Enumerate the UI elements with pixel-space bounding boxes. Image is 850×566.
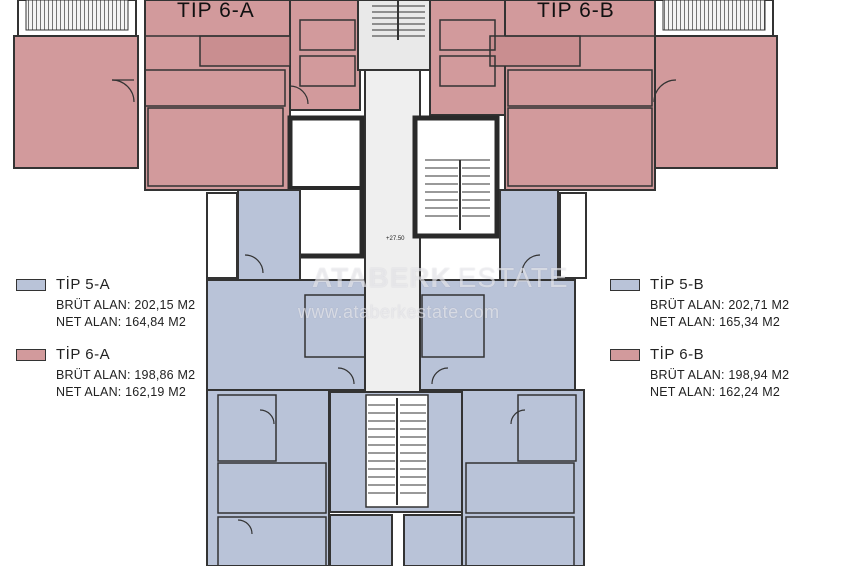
legend-swatch-tip5 [16,278,46,291]
watermark-brand-left: ATABERK [312,262,452,293]
bottom-unit-left [329,514,393,566]
legend-net: NET ALAN: 162,24 M2 [650,384,781,399]
legend-swatch-tip6 [610,348,640,361]
legend-net: NET ALAN: 165,34 M2 [650,314,781,329]
unit-tip6-a [13,0,361,191]
unit-tip5-a [206,189,366,566]
shaft-left [206,192,238,279]
legend-net: NET ALAN: 162,19 M2 [56,384,187,399]
bottom-unit-right [403,514,463,566]
legend-gross: BRÜT ALAN: 198,94 M2 [650,368,790,382]
balcony-top-left [17,0,137,37]
legend-item-tip6a: TİP 6-A BRÜT ALAN: 198,86 M2 NET ALAN: 1… [16,346,206,400]
legend-gross: BRÜT ALAN: 202,71 M2 [650,298,790,312]
legend-gross: BRÜT ALAN: 198,86 M2 [56,368,196,382]
unit-tip5-b [419,189,585,566]
legend-swatch-tip5 [610,278,640,291]
stair-top [372,0,425,40]
legend-item-tip5a: TİP 5-A BRÜT ALAN: 202,15 M2 NET ALAN: 1… [16,276,206,330]
legend-name: TİP 5-A [56,276,111,293]
legend-item-tip6b: TİP 6-B BRÜT ALAN: 198,94 M2 NET ALAN: 1… [610,346,810,400]
balcony-top-right [654,0,774,37]
legend-item-tip5b: TİP 5-B BRÜT ALAN: 202,71 M2 NET ALAN: 1… [610,276,810,330]
unit-tip6-b [429,0,778,191]
shaft-right [559,192,587,279]
legend-gross: BRÜT ALAN: 202,15 M2 [56,298,196,312]
unit-title-6b: TİP 6-B [537,0,615,22]
door-swings [111,79,677,535]
stair-bottom [329,391,463,513]
watermark-url: www.ataberkestate.com [298,302,500,322]
unit-title-6a: TİP 6-A [177,0,255,22]
legend-name: TİP 6-B [650,346,705,363]
legend-name: TİP 6-A [56,346,111,363]
legend-swatch-tip6 [16,348,46,361]
legend-right: TİP 5-B BRÜT ALAN: 202,71 M2 NET ALAN: 1… [610,276,810,400]
legend-left: TİP 5-A BRÜT ALAN: 202,15 M2 NET ALAN: 1… [16,276,206,400]
legend-name: TİP 5-B [650,276,705,293]
level-mark: +27.50 [386,236,405,242]
legend-net: NET ALAN: 164,84 M2 [56,314,187,329]
stair-core-right [425,159,490,230]
watermark-brand-right: ESTATE [457,262,569,293]
